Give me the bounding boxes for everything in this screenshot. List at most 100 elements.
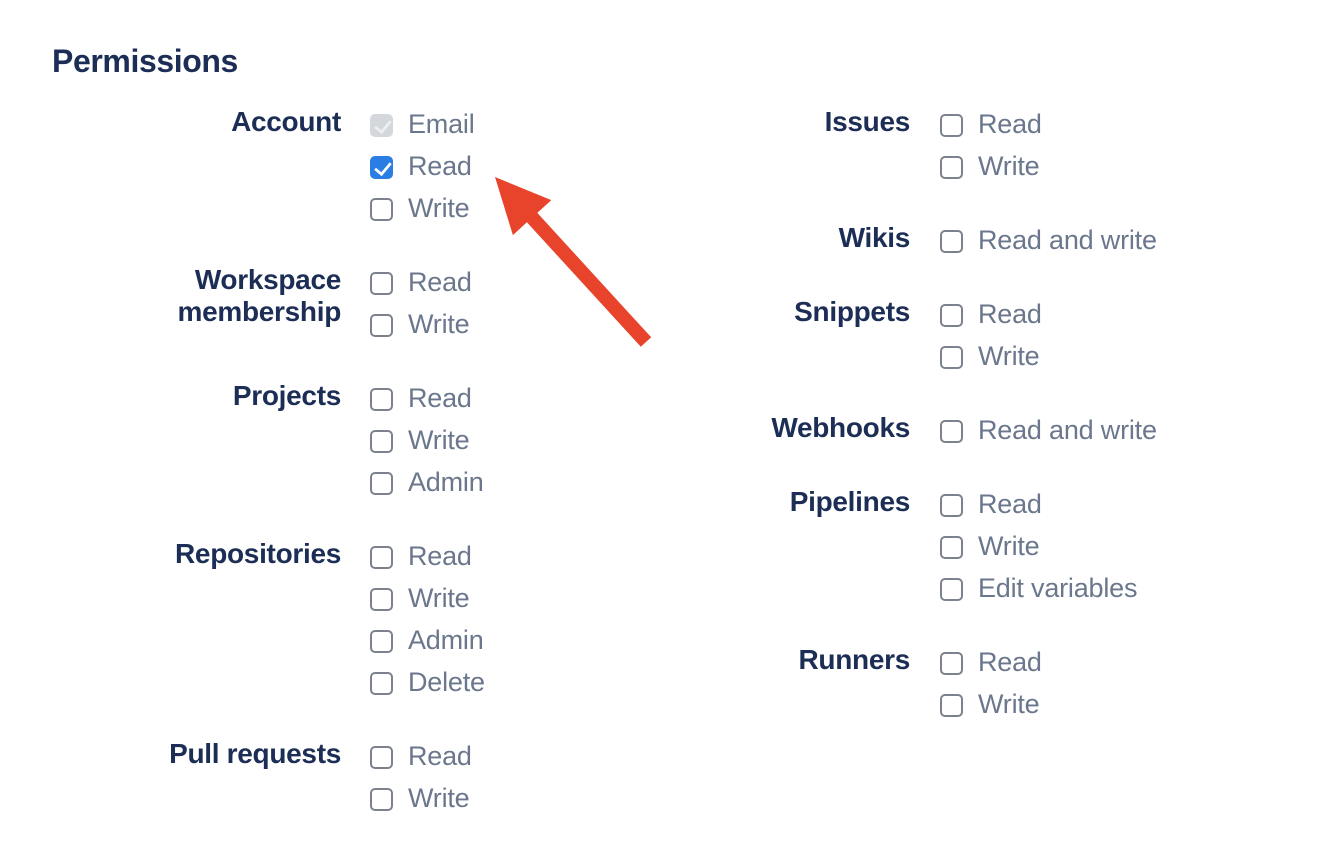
checkbox-snippets-write[interactable] [940, 346, 963, 369]
permissions-form: Permissions Account Email Read Write [0, 0, 1322, 844]
checkbox-pipelines-edit-variables[interactable] [940, 578, 963, 601]
options-workspace-membership: Read Write [370, 267, 472, 356]
checkbox-label[interactable]: Read [978, 299, 1042, 329]
checkbox-projects-read[interactable] [370, 388, 393, 411]
checkbox-label[interactable]: Write [408, 583, 470, 613]
checkbox-label[interactable]: Read [978, 489, 1042, 519]
checkbox-repositories-write[interactable] [370, 588, 393, 611]
options-webhooks: Read and write [940, 415, 1157, 462]
checkbox-label[interactable]: Read [408, 267, 472, 297]
permissions-column-right: Issues Read Write Wikis Read and write [620, 106, 1260, 768]
group-label-runners: Runners [798, 644, 911, 675]
checkbox-label[interactable]: Read [408, 541, 472, 571]
checkbox-label[interactable]: Write [408, 783, 470, 813]
group-label-pipelines: Pipelines [789, 486, 911, 517]
page-title: Permissions [52, 43, 238, 79]
options-issues: Read Write [940, 109, 1042, 198]
options-projects: Read Write Admin [370, 383, 484, 514]
checkbox-pull-requests-write[interactable] [370, 788, 393, 811]
checkbox-workspace-membership-read[interactable] [370, 272, 393, 295]
checkbox-workspace-membership-write[interactable] [370, 314, 393, 337]
group-label-issues: Issues [824, 106, 911, 137]
checkbox-wikis-read-and-write[interactable] [940, 230, 963, 253]
options-repositories: Read Write Admin Delete [370, 541, 485, 714]
permissions-column-left: Account Email Read Write Workspace membe… [52, 106, 612, 862]
option-row: Read and write [940, 415, 1157, 462]
checkbox-projects-admin[interactable] [370, 472, 393, 495]
checkbox-label[interactable]: Write [408, 193, 470, 223]
permission-group-webhooks: Webhooks Read and write [620, 412, 1260, 462]
checkbox-label[interactable]: Write [978, 689, 1040, 719]
option-row: Read [370, 151, 475, 198]
option-row: Read [370, 741, 472, 788]
checkbox-issues-write[interactable] [940, 156, 963, 179]
option-row: Read [940, 489, 1137, 536]
group-label-workspace-membership: Workspace membership [177, 264, 342, 327]
checkbox-snippets-read[interactable] [940, 304, 963, 327]
checkbox-label[interactable]: Write [978, 531, 1040, 561]
option-row: Write [940, 341, 1042, 388]
group-label-pull-requests: Pull requests [169, 738, 341, 769]
option-row: Read [370, 267, 472, 314]
checkbox-label[interactable]: Read [408, 741, 472, 771]
option-row: Write [940, 151, 1042, 198]
option-row: Read [940, 109, 1042, 156]
checkbox-pull-requests-read[interactable] [370, 746, 393, 769]
checkbox-label[interactable]: Read [978, 647, 1042, 677]
checkbox-webhooks-read-and-write[interactable] [940, 420, 963, 443]
checkbox-runners-write[interactable] [940, 694, 963, 717]
checkbox-label[interactable]: Write [978, 151, 1040, 181]
group-label-wikis: Wikis [838, 222, 911, 253]
checkbox-label[interactable]: Email [408, 109, 475, 139]
option-row: Write [370, 193, 475, 240]
checkbox-label[interactable]: Edit variables [978, 573, 1138, 603]
checkbox-label[interactable]: Read and write [978, 225, 1157, 255]
options-pipelines: Read Write Edit variables [940, 489, 1138, 620]
checkbox-pipelines-write[interactable] [940, 536, 963, 559]
permission-group-projects: Projects Read Write Admin [52, 380, 612, 514]
permission-group-pull-requests: Pull requests Read Write [52, 738, 612, 830]
checkbox-account-email[interactable] [370, 114, 393, 137]
checkbox-repositories-read[interactable] [370, 546, 393, 569]
checkbox-account-write[interactable] [370, 198, 393, 221]
checkbox-repositories-delete[interactable] [370, 672, 393, 695]
checkbox-issues-read[interactable] [940, 114, 963, 137]
group-label-webhooks: Webhooks [771, 412, 910, 443]
option-row: Write [370, 583, 485, 630]
permission-group-pipelines: Pipelines Read Write Edit variables [620, 486, 1260, 620]
option-row: Read and write [940, 225, 1157, 272]
options-runners: Read Write [940, 647, 1042, 736]
permission-group-wikis: Wikis Read and write [620, 222, 1260, 272]
checkbox-label[interactable]: Admin [408, 467, 484, 497]
option-row: Admin [370, 625, 485, 672]
checkbox-label[interactable]: Write [978, 341, 1040, 371]
checkbox-account-read[interactable] [370, 156, 393, 179]
checkbox-label[interactable]: Admin [408, 625, 484, 655]
permission-group-account: Account Email Read Write [52, 106, 612, 240]
checkbox-label[interactable]: Write [408, 309, 470, 339]
group-label-account: Account [231, 106, 341, 137]
checkbox-pipelines-read[interactable] [940, 494, 963, 517]
option-row: Admin [370, 467, 484, 514]
checkbox-label[interactable]: Delete [408, 667, 485, 697]
option-row: Delete [370, 667, 485, 714]
options-snippets: Read Write [940, 299, 1042, 388]
option-row: Write [370, 783, 472, 830]
permission-group-runners: Runners Read Write [620, 644, 1260, 736]
permission-group-repositories: Repositories Read Write Admin Delete [52, 538, 612, 714]
checkbox-label[interactable]: Write [408, 425, 470, 455]
checkbox-runners-read[interactable] [940, 652, 963, 675]
group-label-repositories: Repositories [175, 538, 341, 569]
option-row: Write [370, 309, 472, 356]
checkbox-label[interactable]: Read [408, 383, 472, 413]
checkbox-repositories-admin[interactable] [370, 630, 393, 653]
checkbox-label[interactable]: Read [978, 109, 1042, 139]
checkbox-label[interactable]: Read [408, 151, 472, 181]
checkbox-projects-write[interactable] [370, 430, 393, 453]
checkbox-label[interactable]: Read and write [978, 415, 1157, 445]
option-row: Write [370, 425, 484, 472]
options-wikis: Read and write [940, 225, 1157, 272]
permission-group-issues: Issues Read Write [620, 106, 1260, 198]
option-row: Read [370, 383, 484, 430]
group-label-snippets: Snippets [794, 296, 910, 327]
